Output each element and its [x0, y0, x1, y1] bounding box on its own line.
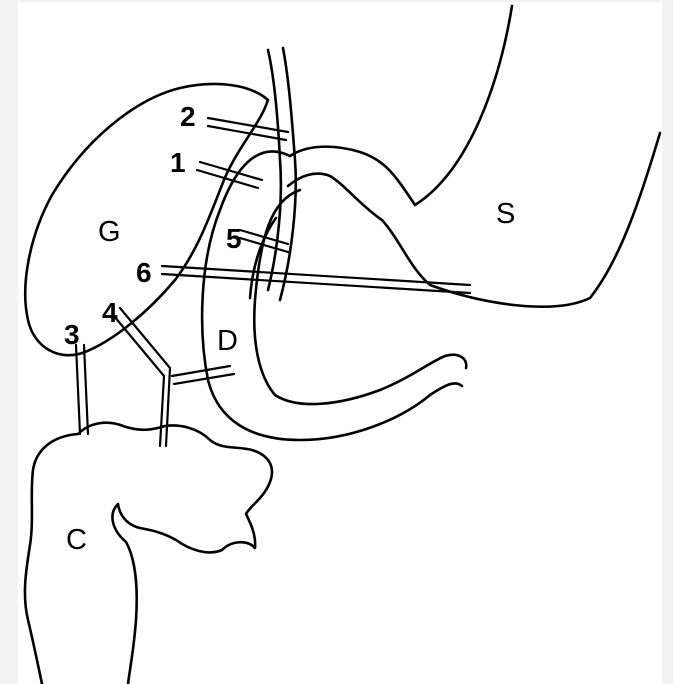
paper-background	[18, 2, 662, 684]
label-connection-3: 3	[64, 319, 80, 350]
label-gallbladder: G	[98, 216, 121, 248]
label-connection-5: 5	[226, 223, 242, 254]
label-duodenum: D	[217, 325, 238, 357]
label-connection-2: 2	[180, 101, 196, 132]
label-connection-6: 6	[136, 257, 152, 288]
label-connection-1: 1	[170, 147, 186, 178]
label-colon: C	[66, 524, 87, 556]
label-stomach: S	[496, 198, 515, 230]
label-connection-4: 4	[102, 297, 118, 328]
